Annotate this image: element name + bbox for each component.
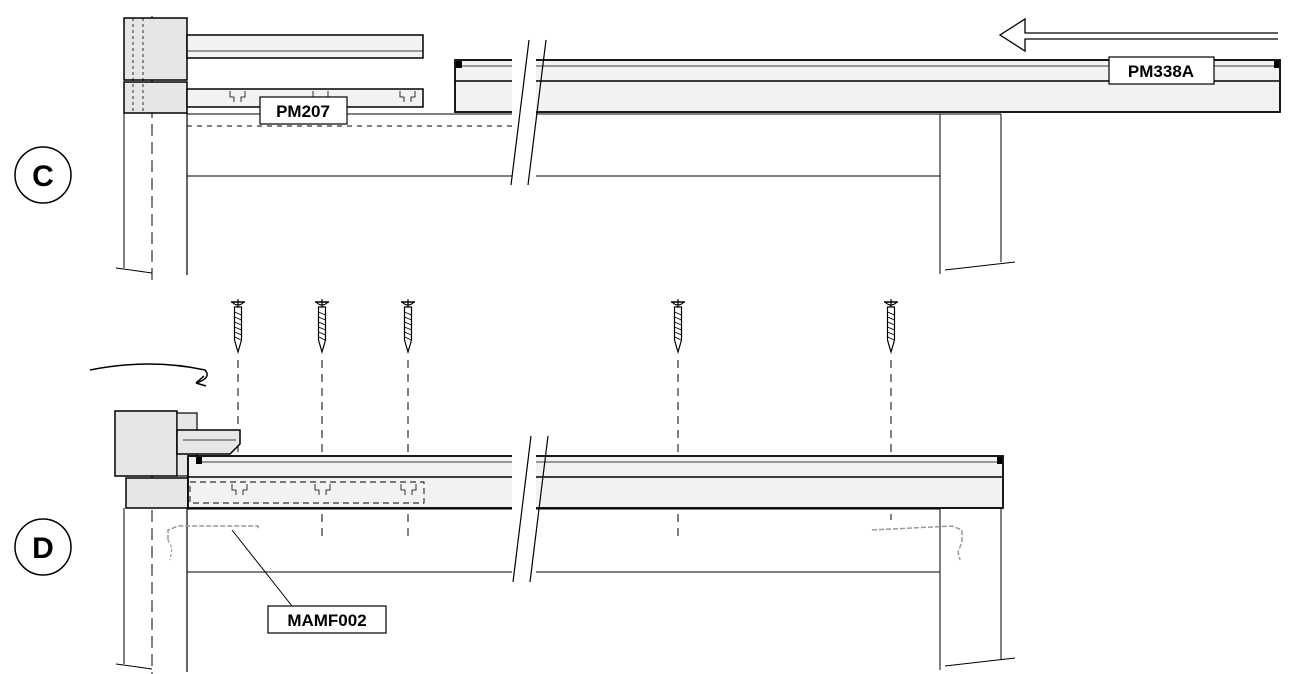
left-arrow-icon [998, 17, 1278, 53]
right-post-c [939, 113, 1016, 274]
step-c-view: C PM207 PM338A [14, 16, 1281, 285]
label-pm338a-text: PM338A [1128, 62, 1194, 81]
label-pm207-text: PM207 [276, 102, 330, 121]
screw-icon [400, 298, 416, 353]
curved-rotate-arrow-icon [89, 363, 208, 387]
break-lines-d [512, 435, 549, 584]
hidden-clips-d [167, 525, 963, 561]
leader-line-mamf002 [231, 529, 293, 607]
step-letter-c: C [32, 160, 54, 193]
label-mamf002: MAMF002 [267, 605, 387, 634]
step-marker-c: C [14, 146, 72, 204]
screw-icon [883, 298, 899, 353]
label-pm207: PM207 [259, 96, 348, 125]
label-pm338a: PM338A [1108, 56, 1215, 85]
screw-icon [670, 298, 686, 353]
long-panel-d [187, 455, 1004, 509]
step-letter-d: D [32, 532, 54, 565]
right-post-d [939, 509, 1016, 670]
short-rails-c [186, 34, 424, 108]
bracket-blocks-c [123, 17, 188, 114]
screw-icon [314, 298, 330, 353]
label-mamf002-text: MAMF002 [287, 611, 366, 630]
bracket-blocks-d [114, 410, 241, 509]
screw-icon [230, 298, 246, 353]
step-marker-d: D [14, 518, 72, 576]
step-d-view: D MAMF002 [14, 298, 1016, 674]
beam-d [187, 508, 940, 573]
break-lines-c [510, 39, 547, 188]
